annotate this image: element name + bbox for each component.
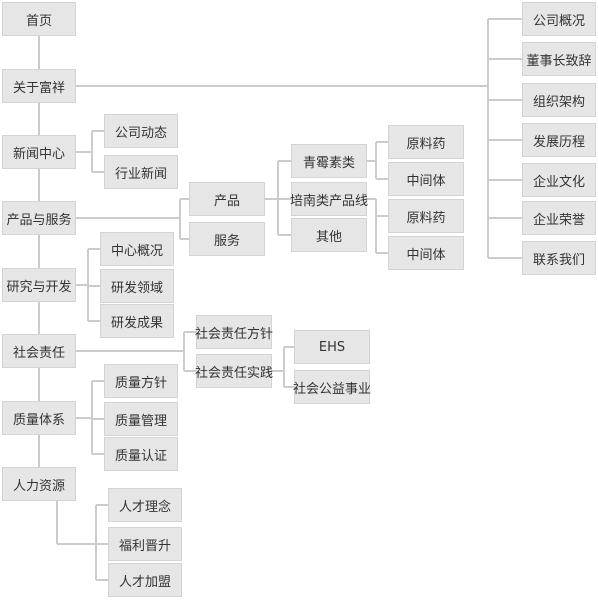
node-benefits-promotion[interactable]: 福利晋升 <box>108 527 182 561</box>
node-about[interactable]: 关于富祥 <box>2 69 76 103</box>
node-news[interactable]: 新闻中心 <box>2 135 76 169</box>
node-quality-certification[interactable]: 质量认证 <box>104 437 178 471</box>
node-rd-fields[interactable]: 研发领域 <box>100 269 174 303</box>
node-cephalosporin-line[interactable]: 培南类产品线 <box>290 182 368 216</box>
node-rd-results[interactable]: 研发成果 <box>100 304 174 338</box>
node-chairman-message[interactable]: 董事长致辞 <box>522 42 596 76</box>
node-hr[interactable]: 人力资源 <box>2 467 76 501</box>
node-cephalosporin-intermediate[interactable]: 中间体 <box>388 236 464 270</box>
node-org-structure[interactable]: 组织架构 <box>522 83 596 117</box>
node-company-overview[interactable]: 公司概况 <box>522 2 596 36</box>
node-home[interactable]: 首页 <box>2 2 76 36</box>
node-contact-us[interactable]: 联系我们 <box>522 241 596 275</box>
node-join-us[interactable]: 人才加盟 <box>108 563 182 597</box>
node-penicillin-api[interactable]: 原料药 <box>388 125 464 159</box>
node-history[interactable]: 发展历程 <box>522 123 596 157</box>
node-penicillin[interactable]: 青霉素类 <box>291 144 367 178</box>
node-company-news[interactable]: 公司动态 <box>104 114 178 148</box>
node-other[interactable]: 其他 <box>291 218 367 252</box>
node-quality-management[interactable]: 质量管理 <box>104 402 178 436</box>
node-service[interactable]: 服务 <box>189 222 265 256</box>
node-quality-policy[interactable]: 质量方针 <box>104 364 178 398</box>
node-products-services[interactable]: 产品与服务 <box>2 201 76 235</box>
node-corporate-honors[interactable]: 企业荣誉 <box>522 201 596 235</box>
node-social-responsibility[interactable]: 社会责任 <box>2 334 76 368</box>
node-talent-philosophy[interactable]: 人才理念 <box>108 488 182 522</box>
node-public-welfare[interactable]: 社会公益事业 <box>293 370 371 404</box>
node-research[interactable]: 研究与开发 <box>2 268 76 302</box>
node-rd-center[interactable]: 中心概况 <box>100 232 174 266</box>
node-csr-policy[interactable]: 社会责任方针 <box>195 315 273 349</box>
node-ehs[interactable]: EHS <box>294 330 370 364</box>
node-corporate-culture[interactable]: 企业文化 <box>522 163 596 197</box>
node-penicillin-intermediate[interactable]: 中间体 <box>388 162 464 196</box>
node-product[interactable]: 产品 <box>189 182 265 216</box>
node-industry-news[interactable]: 行业新闻 <box>104 155 178 189</box>
node-cephalosporin-api[interactable]: 原料药 <box>388 199 464 233</box>
node-csr-practice[interactable]: 社会责任实践 <box>195 354 273 388</box>
node-quality[interactable]: 质量体系 <box>2 401 76 435</box>
